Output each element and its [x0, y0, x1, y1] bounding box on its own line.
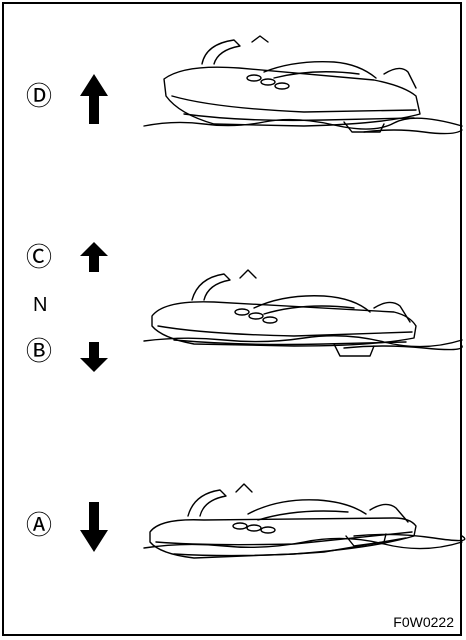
watercraft-illustration-cb: [144, 256, 464, 366]
label-b: Ⓑ: [24, 338, 54, 368]
figure-code: F0W0222: [393, 614, 454, 630]
arrow-up-small-icon: [78, 240, 110, 274]
watercraft-illustration-a: [144, 462, 464, 582]
label-c: Ⓒ: [24, 244, 54, 274]
arrow-down-icon: [78, 500, 110, 554]
arrow-down-small-icon: [78, 340, 110, 374]
label-d: Ⓓ: [24, 83, 54, 113]
diagram-frame: Ⓓ Ⓒ N Ⓑ: [2, 2, 462, 636]
arrow-up-icon: [78, 72, 110, 126]
label-a: Ⓐ: [24, 512, 54, 542]
label-neutral: N: [33, 294, 47, 317]
watercraft-illustration-d: [144, 34, 464, 149]
